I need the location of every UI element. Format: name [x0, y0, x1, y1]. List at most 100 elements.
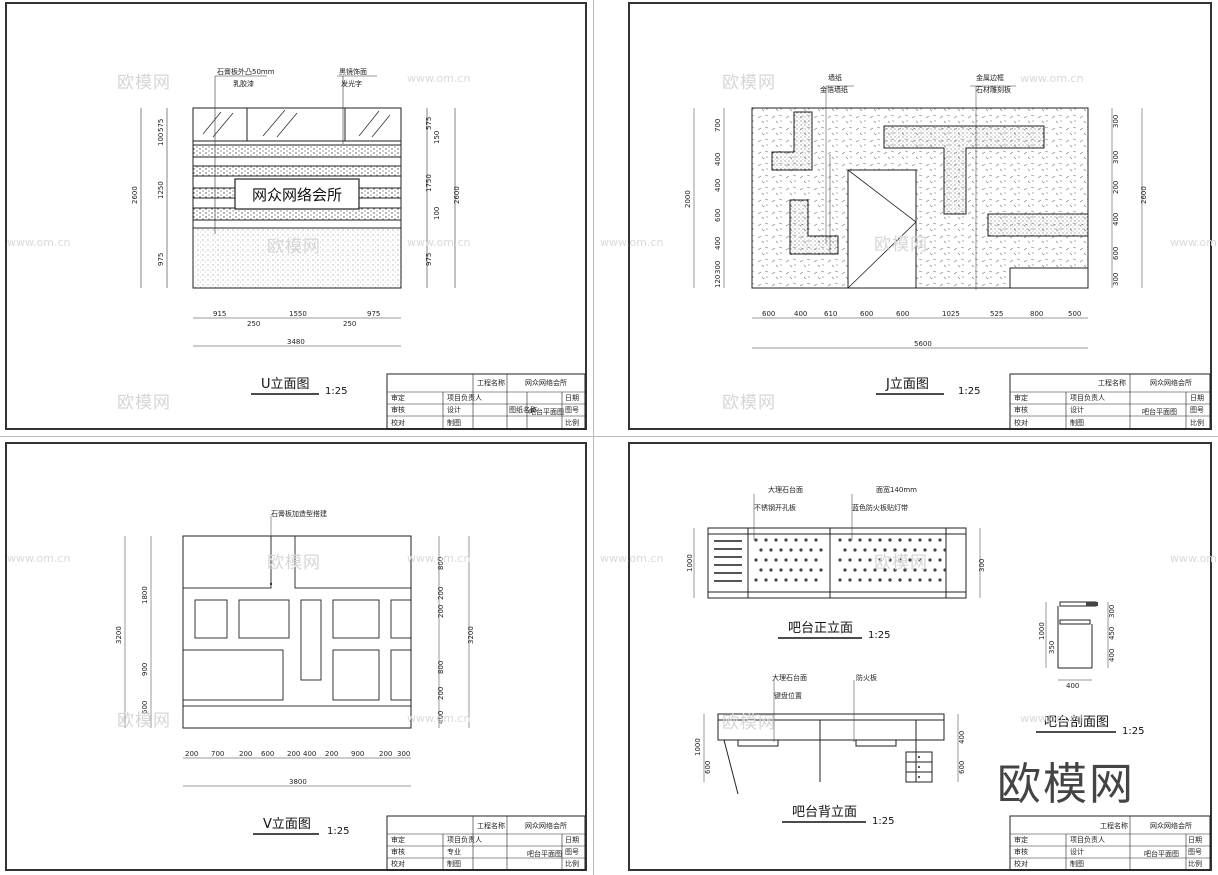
- svg-text:200: 200: [437, 605, 445, 618]
- svg-text:300: 300: [1112, 273, 1120, 286]
- bar-section: 1000 350 300 450 400 400 吧台剖面图 1:25: [1036, 601, 1144, 737]
- svg-text:900: 900: [351, 750, 364, 758]
- u-dim-r3: 1750: [425, 174, 433, 192]
- svg-text:项目负责人: 项目负责人: [1070, 835, 1105, 844]
- u-note-3: 黑镜饰面: [339, 67, 367, 76]
- watermark-brand: 欧模网: [267, 553, 321, 573]
- bar-back-note-1: 大理石台面: [772, 673, 807, 682]
- u-dim-b2: 250: [247, 320, 260, 328]
- svg-text:400: 400: [794, 310, 807, 318]
- svg-text:审定: 审定: [1014, 393, 1028, 402]
- svg-text:网众网络会所: 网众网络会所: [525, 821, 567, 830]
- svg-text:600: 600: [860, 310, 873, 318]
- u-dim-b1: 915: [213, 310, 226, 318]
- svg-text:800: 800: [1030, 310, 1043, 318]
- svg-text:3200: 3200: [115, 626, 123, 644]
- bar-section-title: 吧台剖面图: [1044, 715, 1109, 730]
- svg-text:400: 400: [1108, 649, 1116, 662]
- svg-text:日期: 日期: [565, 836, 579, 844]
- svg-text:700: 700: [714, 119, 722, 132]
- watermark-brand: 欧模网: [117, 73, 171, 93]
- sheet-j-elevation: 墙纸 金箔墙纸 金属边框 石材雕刻板 700 400 400 600 400 3…: [600, 2, 1218, 430]
- u-note-4: 发光字: [341, 79, 362, 88]
- svg-text:审核: 审核: [391, 847, 405, 856]
- watermark-url: www.om.cn: [407, 236, 471, 249]
- v-title-block: 工程名称 网众网络会所 审定 审核 校对 项目负责人 专业 制图 吧台平面图 日…: [386, 815, 586, 871]
- bar-section-scale: 1:25: [1122, 726, 1144, 737]
- svg-text:比例: 比例: [1190, 418, 1204, 427]
- svg-text:300: 300: [1108, 605, 1116, 618]
- u-dim-r2: 150: [433, 131, 441, 144]
- svg-text:400: 400: [437, 711, 445, 724]
- u-scale: 1:25: [325, 386, 347, 397]
- svg-text:400: 400: [714, 153, 722, 166]
- svg-text:审核: 审核: [391, 405, 405, 414]
- svg-text:审定: 审定: [1014, 835, 1028, 844]
- v-title: V立面图: [263, 817, 311, 832]
- svg-text:吧台平面图: 吧台平面图: [1142, 407, 1177, 416]
- svg-text:300: 300: [978, 559, 986, 572]
- svg-text:工程名称: 工程名称: [477, 378, 505, 387]
- u-dim-b4: 250: [343, 320, 356, 328]
- svg-text:吧台平面图: 吧台平面图: [1144, 849, 1179, 858]
- svg-text:1000: 1000: [686, 554, 694, 572]
- sheet-v-elevation: 石膏板加造型搭建 1800 900 600 3200 800 200 200 8…: [5, 442, 587, 871]
- u-dim-l2: 100: [157, 133, 165, 146]
- bar-back-elevation: 大理石台面 键盘位置 防火板 1000 600 400 600 吧台背立面 1:…: [694, 673, 966, 827]
- bar-front-note-4: 蓝色防火板贴灯带: [852, 503, 908, 512]
- svg-text:600: 600: [141, 701, 149, 714]
- svg-text:5600: 5600: [914, 340, 932, 348]
- v-scale: 1:25: [327, 826, 349, 837]
- svg-text:图号: 图号: [1188, 848, 1202, 856]
- u-dim-b3: 1550: [289, 310, 307, 318]
- svg-text:200: 200: [239, 750, 252, 758]
- svg-text:800: 800: [437, 557, 445, 570]
- bar-back-title: 吧台背立面: [792, 805, 857, 820]
- watermark-url: www.om.cn: [7, 552, 71, 565]
- svg-text:日期: 日期: [1188, 836, 1202, 844]
- j-title: J立面图: [885, 377, 929, 392]
- svg-text:比例: 比例: [1188, 859, 1202, 868]
- j-scale: 1:25: [958, 386, 980, 397]
- watermark-url: www.om.cn: [1020, 712, 1084, 725]
- svg-text:设计: 设计: [1070, 405, 1084, 414]
- watermark-url: www.om.cn: [407, 552, 471, 565]
- u-dim-b-total: 3480: [287, 338, 305, 346]
- svg-text:图号: 图号: [565, 406, 579, 414]
- watermark-brand: 欧模网: [117, 711, 171, 731]
- watermark-brand: 欧模网: [874, 553, 928, 573]
- svg-text:2600: 2600: [1140, 186, 1148, 204]
- j-note-2: 金箔墙纸: [820, 85, 848, 94]
- bar-back-note-2: 键盘位置: [774, 691, 802, 700]
- svg-text:2000: 2000: [684, 190, 692, 208]
- bar-front-note-1: 大理石台面: [768, 485, 803, 494]
- svg-text:比例: 比例: [565, 859, 579, 868]
- watermark-url: www.om.cn: [1170, 236, 1218, 249]
- svg-text:610: 610: [824, 310, 837, 318]
- bar-title-block: 工程名称 网众网络会所 审定 审核 校对 项目负责人 设计 制图 吧台平面图 日…: [1009, 815, 1211, 871]
- svg-text:500: 500: [1068, 310, 1081, 318]
- watermark-brand: 欧模网: [117, 393, 171, 413]
- svg-text:350: 350: [1048, 641, 1056, 654]
- watermark-url: www.om.cn: [7, 236, 71, 249]
- u-dim-b5: 975: [367, 310, 380, 318]
- svg-text:600: 600: [1112, 247, 1120, 260]
- u-elevation-drawing: 网众网络会所 石膏板外凸50mm 乳胶漆 黑镜饰面 发光字 575 100 12…: [131, 67, 586, 430]
- svg-text:吧台平面图: 吧台平面图: [529, 407, 564, 416]
- watermark-brand: 欧模网: [722, 73, 776, 93]
- svg-text:网众网络会所: 网众网络会所: [1150, 378, 1192, 387]
- svg-text:审定: 审定: [391, 393, 405, 402]
- bar-front-note-3: 面宽140mm: [876, 485, 917, 494]
- sheet-divider-horizontal: [0, 436, 1218, 437]
- svg-text:专业: 专业: [447, 847, 461, 856]
- bar-back-note-3: 防火板: [856, 673, 877, 682]
- u-title: U立面图: [261, 377, 310, 392]
- bar-front-title: 吧台正立面: [788, 621, 853, 636]
- svg-text:比例: 比例: [565, 418, 579, 427]
- svg-text:校对: 校对: [1014, 859, 1028, 868]
- svg-text:制图: 制图: [1070, 859, 1084, 868]
- svg-text:1000: 1000: [1038, 622, 1046, 640]
- j-note-3: 金属边框: [976, 73, 1004, 82]
- svg-text:525: 525: [990, 310, 1003, 318]
- svg-text:图号: 图号: [1190, 406, 1204, 414]
